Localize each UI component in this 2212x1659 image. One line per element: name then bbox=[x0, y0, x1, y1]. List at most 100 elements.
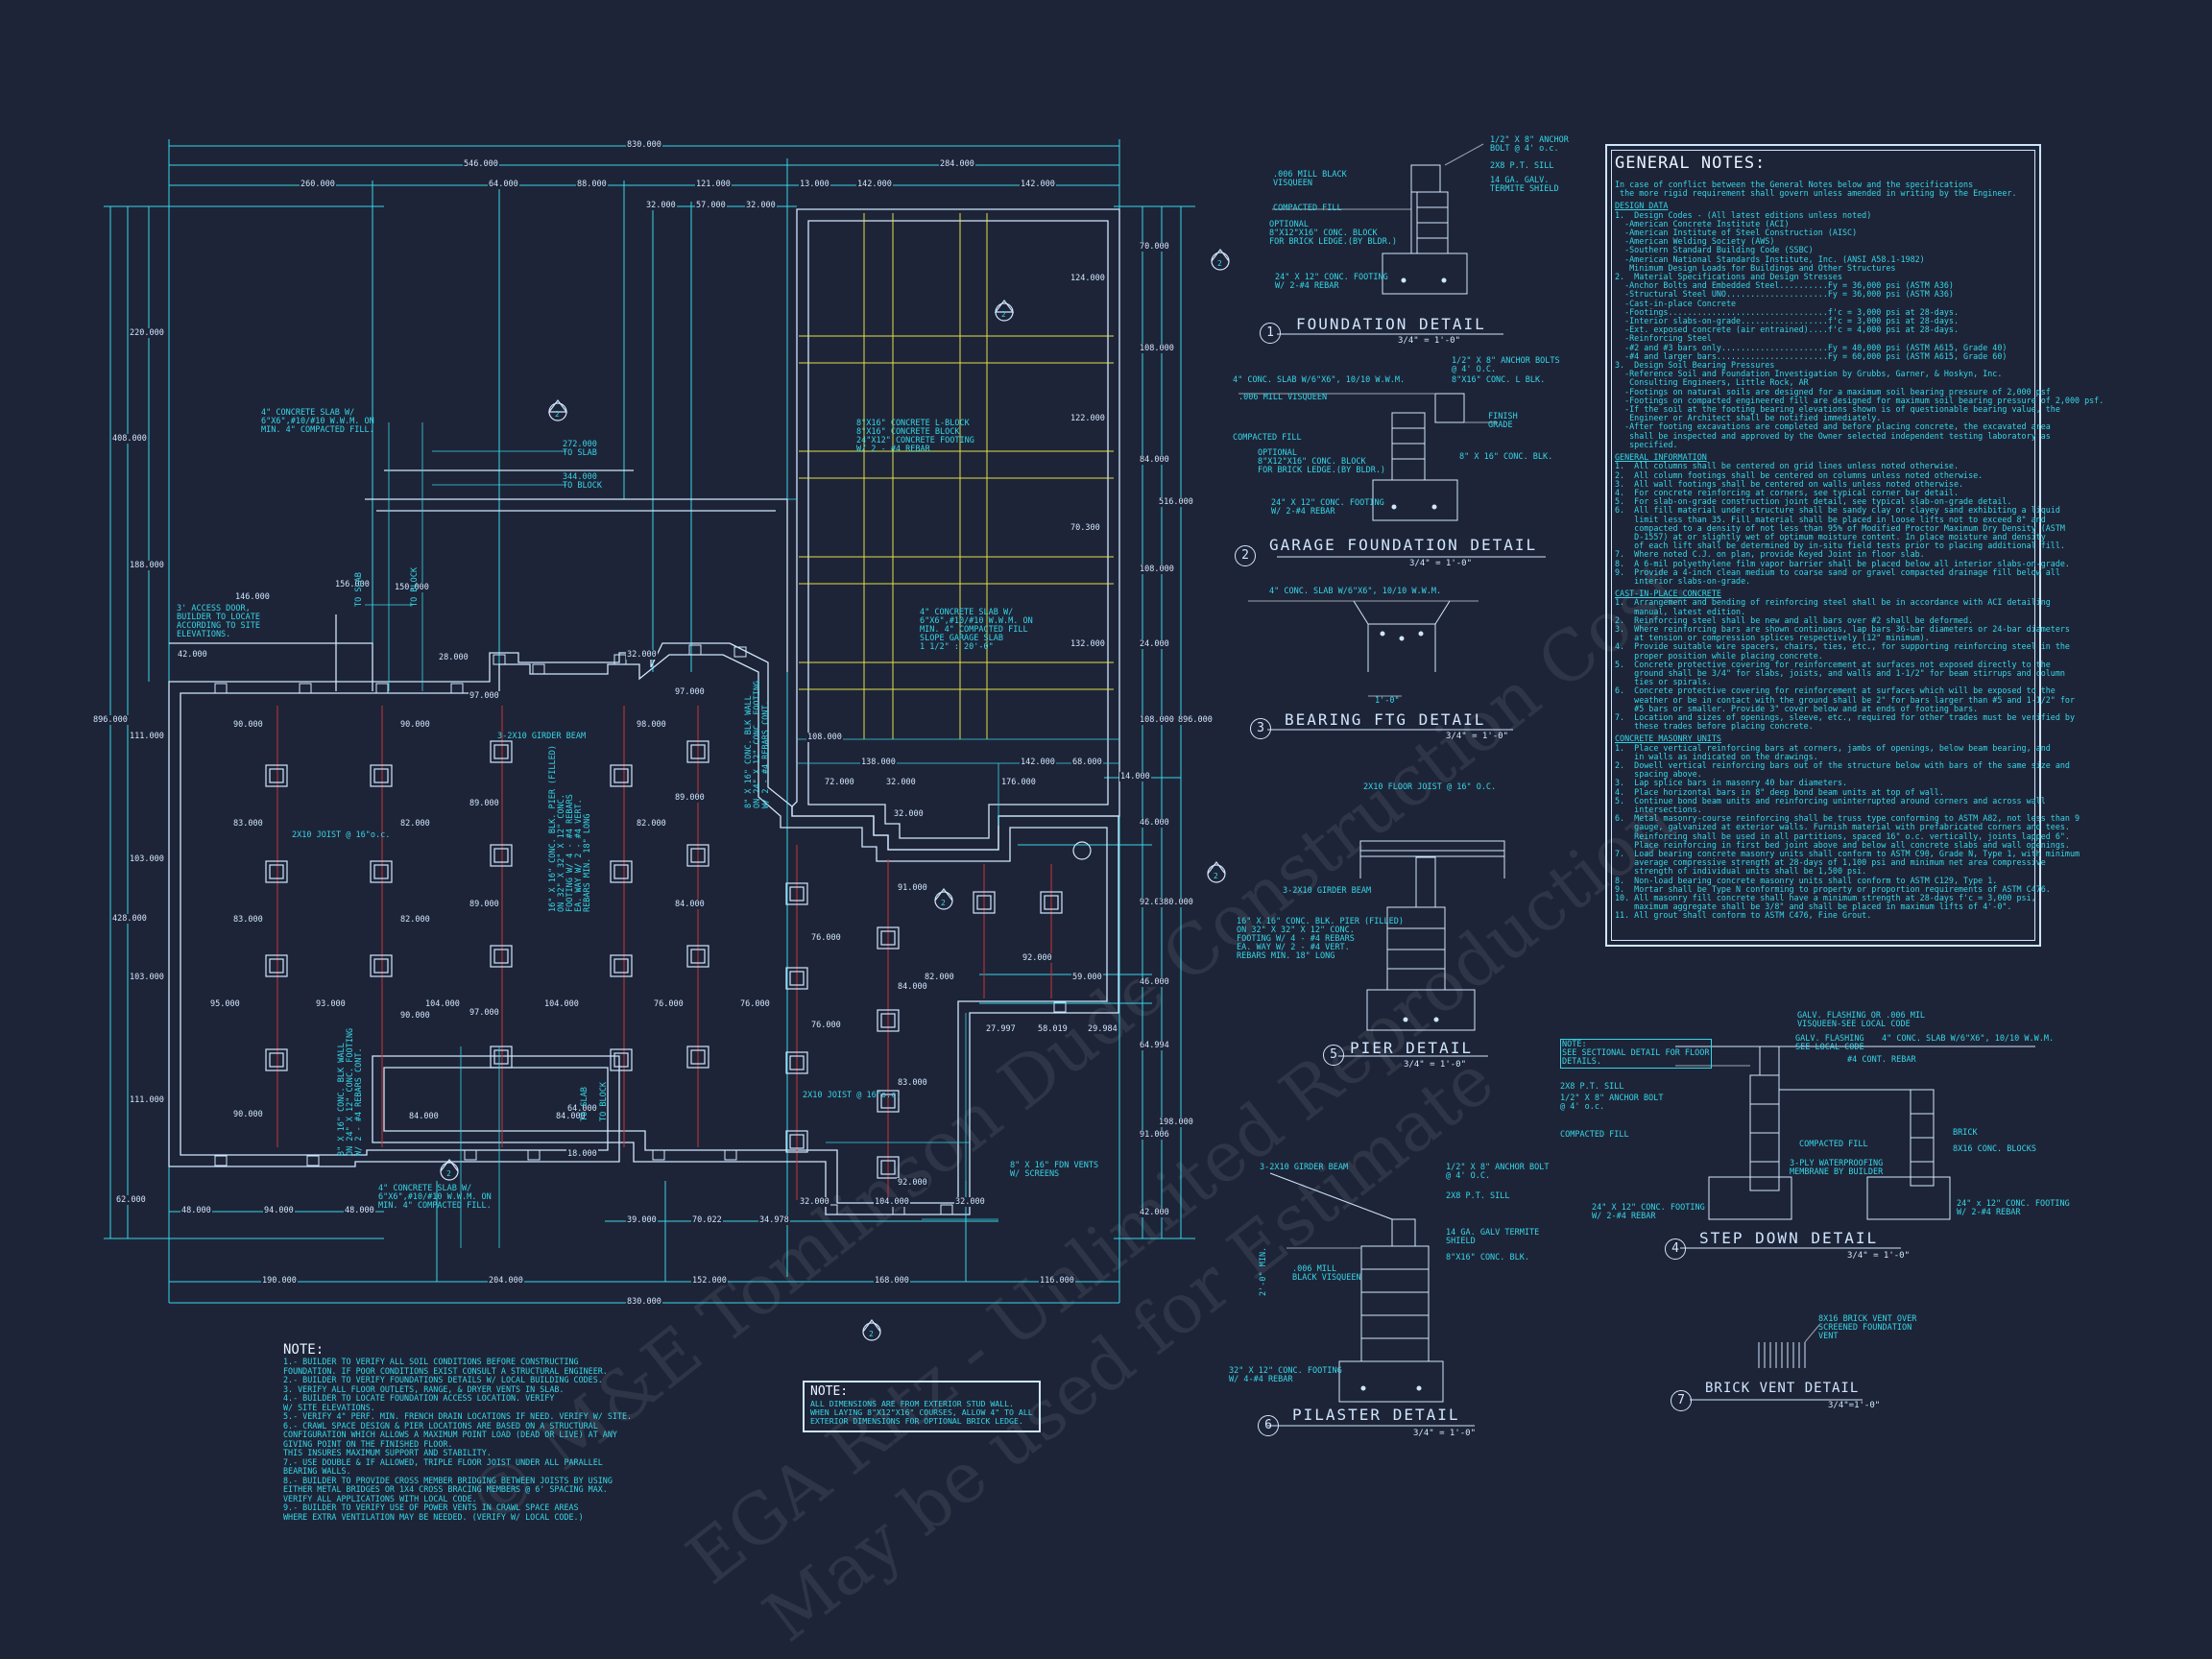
dim-bottom-h: 48.000 bbox=[344, 1206, 375, 1215]
d1-note-g: 24" X 12" CONC. FOOTING W/ 2-#4 REBAR bbox=[1275, 273, 1388, 291]
note-line: ties or spirals. bbox=[1615, 677, 1712, 687]
dim-right-18: 198.000 bbox=[1158, 1118, 1194, 1127]
note-line: 4. For concrete reinforcing at corners, … bbox=[1615, 487, 1959, 497]
label-girder: 3-2X10 GIRDER BEAM bbox=[497, 732, 587, 741]
dim-right-20: 42.000 bbox=[1139, 1208, 1170, 1217]
foundation-walls bbox=[168, 208, 1120, 1215]
dim-int-37: 76.000 bbox=[810, 1021, 842, 1030]
note-line: Place reinforcing in first bed joint abo… bbox=[1615, 839, 2070, 850]
label-to-slab: 272.000 TO SLAB bbox=[563, 440, 597, 458]
dim-left-6: 428.000 bbox=[111, 914, 148, 924]
dim-top-j: 32.000 bbox=[645, 201, 677, 210]
dim-int-54: 32.000 bbox=[893, 809, 925, 819]
note-line: -Footings...............................… bbox=[1615, 306, 1959, 317]
note-line: 8. A 6-mil polyethylene film vapor barri… bbox=[1615, 558, 2070, 568]
general-notes-title: GENERAL NOTES: bbox=[1615, 154, 1767, 173]
dim-right-6: 70.300 bbox=[1070, 523, 1101, 533]
note-line: 2. Dowell vertical reinforcing bars out … bbox=[1615, 760, 2070, 770]
note-line: 3. All wall footings shall be centered o… bbox=[1615, 478, 1964, 489]
dim-left-5: 103.000 bbox=[129, 854, 165, 864]
note-line: -Reinforcing Steel bbox=[1615, 333, 1712, 344]
general-notes-intro: In case of conflict between the General … bbox=[1615, 180, 2017, 199]
d2-note-e: FINISH GRADE bbox=[1488, 412, 1518, 430]
d5-note-a: 2X10 FLOOR JOIST @ 16" O.C. bbox=[1363, 782, 1497, 792]
dim-bottom-d: 168.000 bbox=[874, 1276, 910, 1286]
dim-int-27: 89.000 bbox=[469, 799, 500, 808]
label-wall-note-2: 8" X 16" CONC. BLK WALL ON 24" X 12" CON… bbox=[337, 1027, 364, 1156]
note-line: average compressive strength at 28-days … bbox=[1615, 857, 2046, 868]
label-garage-slab: 4" CONCRETE SLAB W/ 6"X6",#10/#10 W.W.M.… bbox=[920, 608, 1033, 652]
note-line: 4. Place horizontal bars in 8" deep bond… bbox=[1615, 786, 1944, 797]
dim-int-50: 68.000 bbox=[1071, 757, 1103, 767]
dim-right-9: 132.000 bbox=[1070, 639, 1106, 649]
note-line: 7. Location and sizes of openings, sleev… bbox=[1615, 711, 2076, 722]
detail-sketches bbox=[1238, 143, 2035, 1427]
dim-int-32: 64.000 bbox=[566, 1104, 598, 1114]
d6-note-b: 1/2" X 8" ANCHOR BOLT @ 4' O.C. bbox=[1446, 1163, 1550, 1181]
note-line: 7. Load bearing concrete masonry units s… bbox=[1615, 849, 2080, 859]
dim-right-7: 108.000 bbox=[1139, 565, 1175, 574]
note-line: gauge, galvanized at exterior walls. Fur… bbox=[1615, 822, 2070, 832]
d1-note-b: 2X8 P.T. SILL bbox=[1490, 161, 1554, 171]
dim-right-17: 64.994 bbox=[1139, 1041, 1170, 1050]
dim-int-35: 91.000 bbox=[897, 883, 928, 893]
note-line: -Footings on compacted engineered fill a… bbox=[1615, 395, 2104, 405]
dim-int-21: 93.000 bbox=[315, 999, 347, 1009]
note-line: of each lift shall be determined by in-s… bbox=[1615, 541, 2065, 551]
d6-note-g: 32" X 12" CONC. FOOTING W/ 4-#4 REBAR bbox=[1229, 1366, 1342, 1384]
dim-int-51: 72.000 bbox=[824, 778, 855, 787]
note-line: -After footing excavations are completed… bbox=[1615, 421, 2051, 432]
note-line: W/ SITE ELEVATIONS. bbox=[283, 1402, 375, 1412]
joist-lines bbox=[276, 706, 1052, 1200]
label-to-slab-vertical-2: TO SLAB bbox=[580, 1087, 589, 1121]
note-line: 9. Provide a 4-inch clean medium to coar… bbox=[1615, 566, 2060, 577]
detail-3-bearing-footing bbox=[1248, 600, 1479, 697]
dim-top-e: 88.000 bbox=[576, 180, 608, 189]
d4-note-m: 24" x 12" CONC. FOOTING W/ 2-#4 REBAR bbox=[1957, 1199, 2070, 1217]
note-line: CONFIGURATION WHICH ALLOWS A MAXIMUM POI… bbox=[283, 1430, 617, 1439]
dim-bottom-overall: 830.000 bbox=[626, 1297, 662, 1307]
d2-note-i: 24" X 12" CONC. FOOTING W/ 2-#4 REBAR bbox=[1271, 498, 1384, 517]
dim-int-22: 104.000 bbox=[424, 999, 461, 1009]
dim-int-43: 27.997 bbox=[985, 1024, 1017, 1034]
dim-int-31: 84.000 bbox=[408, 1112, 440, 1121]
note-line: 3. VERIFY ALL FLOOR OUTLETS, RANGE, & DR… bbox=[283, 1383, 565, 1394]
dim-right-13: 46.000 bbox=[1139, 818, 1170, 828]
note-line: -#4 and larger bars.....................… bbox=[1615, 350, 2008, 361]
dim-int-39: 83.000 bbox=[897, 1078, 928, 1088]
d4-note-f: 2X8 P.T. SILL bbox=[1560, 1082, 1624, 1092]
dim-bottom-g: 94.000 bbox=[263, 1206, 295, 1215]
note-line: spacing above. bbox=[1615, 769, 1702, 780]
dim-bottom-i: 39.000 bbox=[626, 1215, 658, 1225]
note-line: interior slabs-on-grade. bbox=[1615, 575, 1751, 586]
note-line: 4.- BUILDER TO LOCATE FOUNDATION ACCESS … bbox=[283, 1393, 555, 1403]
dim-top-c: 260.000 bbox=[300, 180, 336, 189]
note-line: at tension or compression splices respec… bbox=[1615, 633, 1930, 643]
dim-int-7: 32.000 bbox=[626, 650, 658, 660]
detail-7-number: 7 bbox=[1671, 1390, 1692, 1411]
d1-note-a: 1/2" X 8" ANCHOR BOLT @ 4' o.c. bbox=[1490, 135, 1569, 154]
detail-5-title: PIER DETAIL bbox=[1350, 1039, 1473, 1057]
note-line: 10. All masonry fill concrete shall have… bbox=[1615, 893, 2036, 903]
general-notes-inner-border bbox=[1611, 150, 2035, 941]
note-line: 8.- BUILDER TO PROVIDE CROSS MEMBER BRID… bbox=[283, 1475, 613, 1485]
d4-note-n: COMPACTED FILL bbox=[1799, 1140, 1868, 1149]
note-line: 7.- USE DOUBLE & IF ALLOWED, TRIPLE FLOO… bbox=[283, 1456, 603, 1467]
detail-6-pilaster bbox=[1269, 1172, 1444, 1403]
dim-int-18: 90.000 bbox=[399, 1011, 431, 1021]
note-line: Consulting Engineers, Little Rock, AR bbox=[1615, 377, 1809, 388]
d5-note-c: 16" X 16" CONC. BLK. PIER (FILLED) ON 32… bbox=[1237, 917, 1404, 961]
piers bbox=[265, 740, 1063, 1179]
dim-int-9: 97.000 bbox=[674, 687, 706, 697]
dim-int-13: 83.000 bbox=[232, 819, 264, 829]
dim-left-4: 111.000 bbox=[129, 732, 165, 741]
note-line: 5.- VERIFY 4" PERF. MIN. FRENCH DRAIN LO… bbox=[283, 1411, 633, 1421]
d4-note-b: GALV. FLASHING SEE LOCAL CODE bbox=[1795, 1034, 1864, 1052]
d7-note-a: 8X16 BRICK VENT OVER SCREENED FOUNDATION… bbox=[1818, 1314, 1917, 1341]
note-2-box: NOTE: ALL DIMENSIONS ARE FROM EXTERIOR S… bbox=[803, 1381, 1041, 1432]
dim-left-9: 62.000 bbox=[115, 1195, 147, 1205]
dim-left-7: 103.000 bbox=[129, 973, 165, 982]
note-line: -Southern Standard Building Code (SSBC) bbox=[1615, 245, 1814, 255]
note-line: specified. bbox=[1615, 439, 1678, 449]
